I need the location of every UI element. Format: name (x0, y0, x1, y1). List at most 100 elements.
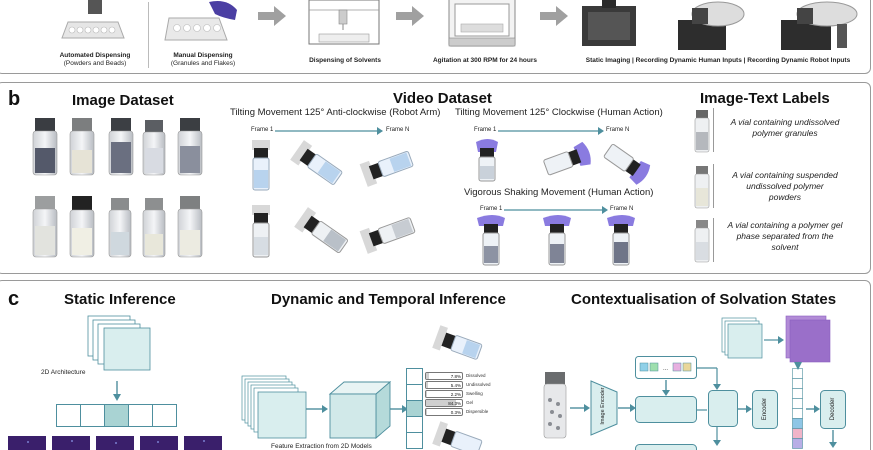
automated-dispensing-icon (61, 0, 125, 39)
encoder-block (752, 390, 778, 429)
probability-class-name: Gel (466, 400, 474, 405)
step-manual-dispensing: Manual Dispensing(Granules and Flakes) (170, 52, 236, 68)
chevron-right-icon (540, 6, 568, 26)
probability-bar (426, 400, 457, 406)
connector-lines (697, 367, 721, 446)
arrow-down (829, 430, 837, 448)
label-divider (713, 108, 714, 152)
probability-value: 7.8% (450, 374, 461, 379)
labels-title: Image-Text Labels (700, 90, 830, 107)
incubator-shaker-icon (448, 0, 516, 47)
feature-extraction-label: Feature Extraction from 2D Models (271, 443, 372, 450)
step-agitation: Agitation at 300 RPM for 24 hours (432, 57, 538, 64)
fusion-block (635, 396, 697, 423)
probability-row: 84.3% (425, 399, 463, 407)
panel-letter-c: c (8, 288, 20, 310)
label-divider (713, 164, 714, 208)
arrow-down (794, 362, 802, 370)
frame-1-label: Frame 1 (251, 127, 274, 133)
probability-class-name: Dispersible (466, 409, 489, 414)
decoder-label: Decoder (830, 397, 836, 421)
token-strip (56, 404, 177, 427)
divider-line (148, 2, 149, 68)
middle-block (708, 390, 738, 427)
temporal-token-column (406, 368, 423, 449)
frame-n-label: Frame N (386, 127, 410, 133)
probability-class-name: Undissolved (466, 382, 491, 387)
liquid-handler-icon (308, 0, 380, 45)
arrow-right (738, 405, 752, 413)
attention-stack (721, 315, 831, 363)
text-token-row: ... (635, 356, 697, 379)
robot-input-rig-icon (781, 1, 858, 50)
probability-row: 7.8% (425, 372, 463, 380)
step-automated-dispensing: Automated Dispensing(Powders and Beads) (59, 52, 131, 68)
fusion-block-lower (635, 444, 697, 450)
arrow-right (618, 404, 636, 412)
feature-cube (328, 381, 392, 439)
probability-value: 2.2% (450, 392, 461, 397)
tilted-vial-bottom (432, 421, 483, 450)
robot-tilt-frames-row2 (252, 205, 416, 258)
context-vial (543, 372, 567, 439)
label-text-3: A vial containing a polymer gel phase se… (727, 220, 843, 253)
probability-value: 5.4% (450, 383, 461, 388)
arrow-right (504, 206, 608, 214)
static-inference-title: Static Inference (64, 291, 176, 308)
arrow-down (113, 381, 121, 401)
label-divider (713, 218, 714, 262)
image-encoder-label: Image Encoder (600, 387, 606, 425)
probability-class-name: Swelling (466, 391, 483, 396)
probability-row: 0.3% (425, 408, 463, 416)
encoder-label: Encoder (762, 397, 768, 421)
tilt-acw-label: Tilting Movement 125° Anti-clockwise (Ro… (230, 107, 441, 118)
label-text-1: A vial containing undissolved polymer gr… (730, 117, 840, 139)
shake-label: Vigorous Shaking Movement (Human Action) (464, 187, 654, 198)
step-imaging-recording: Static Imaging | Recording Dynamic Human… (585, 57, 851, 64)
attention-maps (8, 436, 222, 450)
frame-stack (241, 375, 307, 439)
human-shake-frames (477, 215, 635, 266)
architecture-label: 2D Architecture (41, 369, 86, 376)
image-dataset-vials (32, 118, 203, 258)
arrow-right (570, 404, 590, 412)
label-vials (694, 110, 710, 263)
arrow-right (390, 405, 408, 413)
dynamic-inference-title: Dynamic and Temporal Inference (271, 291, 506, 308)
robot-tilt-frames-row1 (252, 140, 414, 191)
panel-letter-b: b (8, 88, 21, 110)
chevron-right-icon (396, 6, 424, 26)
arrow-down (662, 380, 670, 396)
probability-value: 84.3% (448, 401, 461, 406)
probability-bar (426, 373, 429, 379)
arrow-right (275, 127, 383, 135)
probability-bar (426, 391, 427, 397)
arrow-right (498, 127, 604, 135)
manual-dispensing-icon (164, 1, 237, 41)
probability-bar (426, 382, 428, 388)
static-imaging-rig-icon (582, 0, 636, 46)
arrow-right (806, 405, 820, 413)
tilted-vial-top (432, 325, 483, 360)
frame-n-label: Frame N (610, 206, 634, 212)
frame-1-label: Frame 1 (480, 206, 503, 212)
video-dataset-title: Video Dataset (393, 90, 492, 107)
frame-n-label: Frame N (606, 127, 630, 133)
tilt-cw-label: Tilting Movement 125° Clockwise (Human A… (455, 107, 663, 118)
stacked-feature-maps (87, 315, 151, 371)
contextualisation-title: Contextualisation of Solvation States (571, 291, 837, 308)
decoder-block (820, 390, 846, 429)
probability-row: 5.4% (425, 381, 463, 389)
svg-text:...: ... (663, 366, 668, 372)
arrow-right (306, 405, 328, 413)
chevron-right-icon (258, 6, 286, 26)
image-dataset-title: Image Dataset (72, 92, 174, 109)
probability-panel: 7.8% Dissolved 5.4% Undissolved 2.2% Swelling… (425, 372, 491, 416)
human-tilt-frames (476, 139, 651, 185)
probability-class-name: Dissolved (466, 373, 486, 378)
embedding-column (792, 368, 803, 449)
panel-b (0, 82, 871, 274)
probability-row: 2.2% (425, 390, 463, 398)
probability-value: 0.3% (450, 410, 461, 415)
frame-1-label: Frame 1 (474, 127, 497, 133)
